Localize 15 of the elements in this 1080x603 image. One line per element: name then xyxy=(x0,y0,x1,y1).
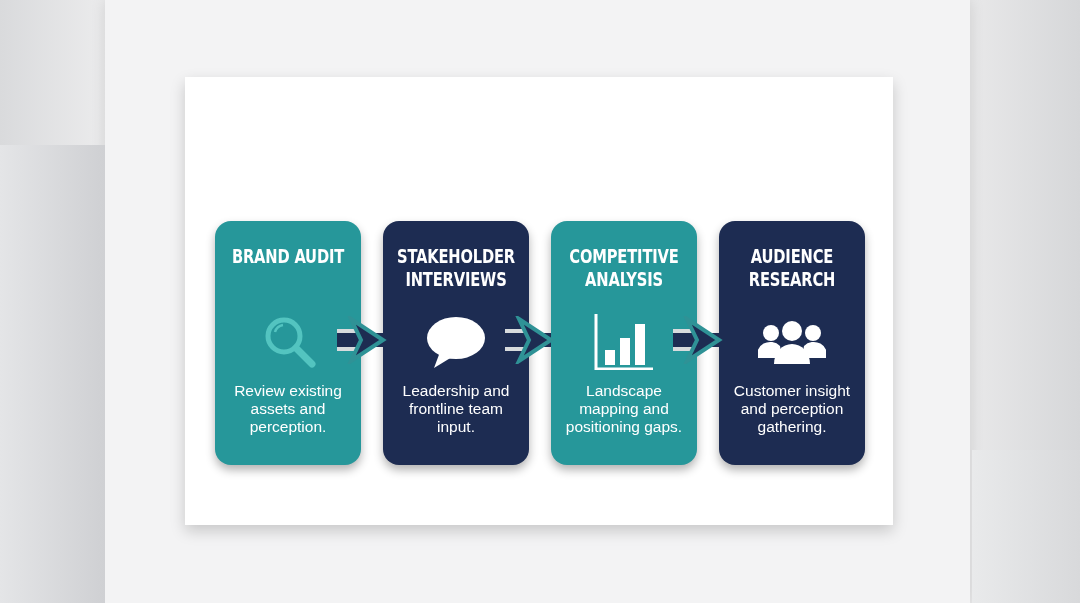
step-description: Customer insight and perception gathering. xyxy=(732,382,852,436)
process-card xyxy=(551,221,697,465)
step-description: Leadership and frontline team input. xyxy=(401,382,511,436)
process-card xyxy=(719,221,865,465)
step-heading: AUDIENCE RESEARCH xyxy=(747,245,837,291)
step-description: Landscape mapping and positioning gaps. xyxy=(564,382,684,436)
arrow xyxy=(505,317,553,363)
step-description: Review existing assets and perception. xyxy=(233,382,343,436)
step-heading: STAKEHOLDER INTERVIEWS xyxy=(396,245,516,291)
arrow xyxy=(337,317,385,363)
step-heading: BRAND AUDIT xyxy=(230,245,346,268)
step-heading: COMPETITIVE ANALYSIS xyxy=(568,245,680,291)
process-card xyxy=(215,221,361,465)
arrow xyxy=(673,317,721,363)
process-card xyxy=(383,221,529,465)
